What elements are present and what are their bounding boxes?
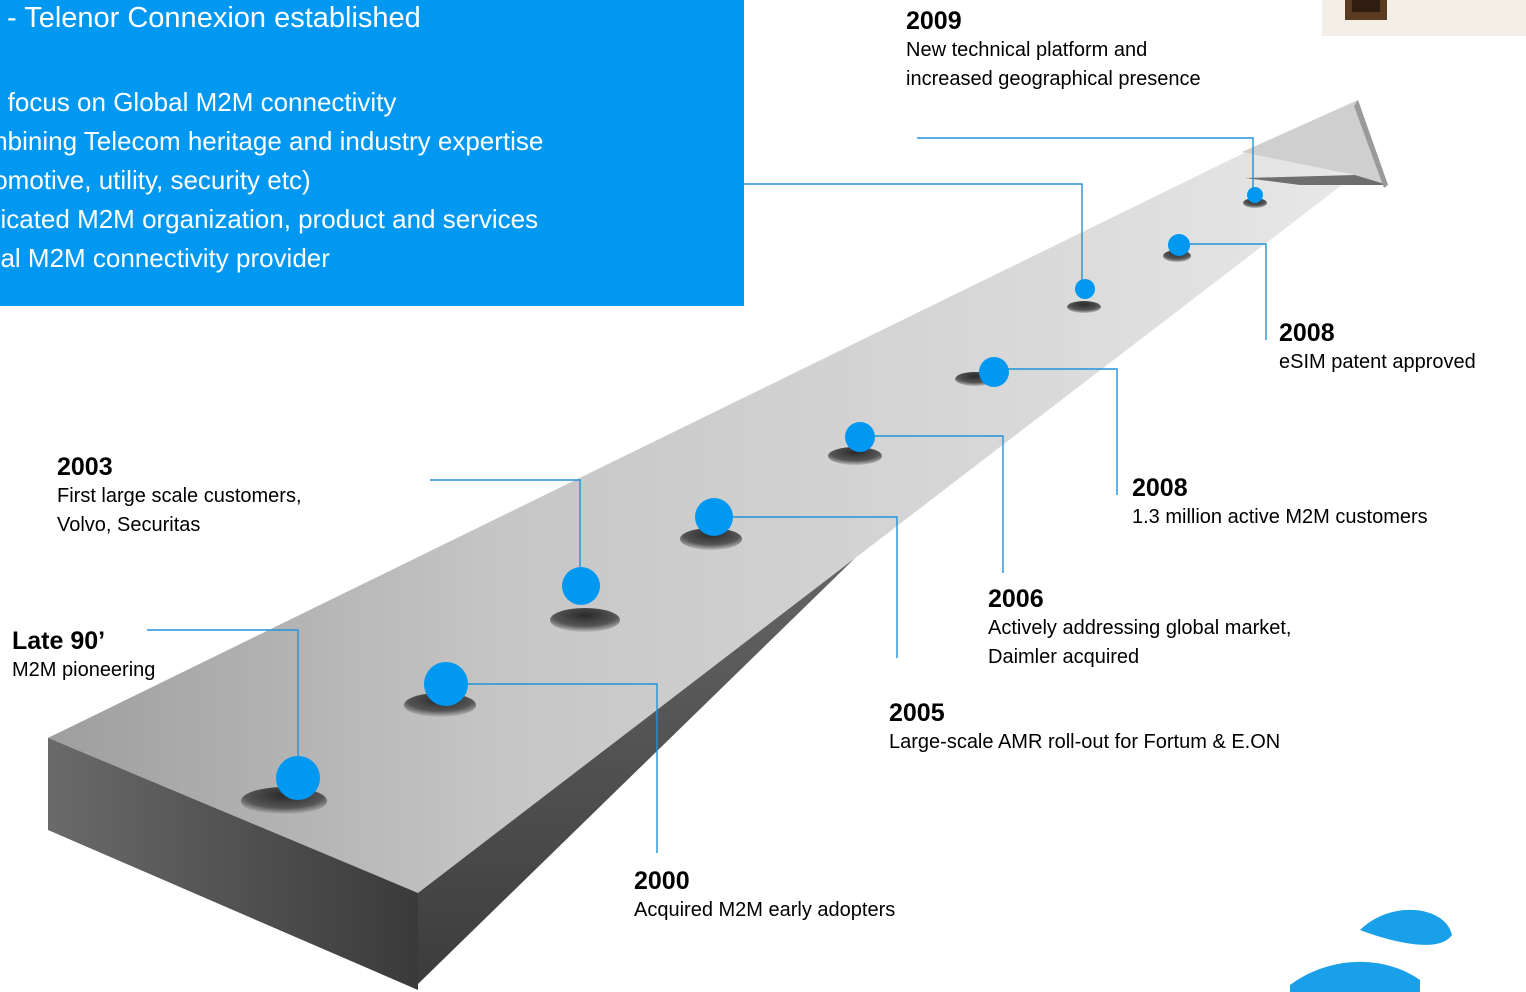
- marker-2008-customers: [979, 357, 1009, 387]
- milestone-desc: Volvo, Securitas: [57, 514, 201, 536]
- arrow-head-edge: [1354, 100, 1388, 188]
- milestone-year: 2009: [906, 7, 962, 35]
- connector-header: [742, 183, 1083, 280]
- marker-2009: [1075, 279, 1095, 299]
- milestone-year: 2000: [634, 867, 690, 895]
- milestone-markers: [241, 187, 1267, 815]
- header-bullet: mbining Telecom heritage and industry ex…: [0, 126, 544, 156]
- milestone-late-90s: Late 90’ M2M pioneering: [12, 626, 155, 685]
- milestone-desc: increased geographical presence: [906, 68, 1201, 90]
- product-photo: [1322, 0, 1526, 36]
- header-box: - Telenor Connexion established e focus …: [0, 0, 744, 306]
- marker-2005: [695, 498, 733, 536]
- marker-2006: [845, 422, 875, 452]
- milestone-desc: Large-scale AMR roll-out for Fortum & E.…: [889, 731, 1281, 753]
- milestone-desc: M2M pioneering: [12, 659, 156, 681]
- marker-2005-hole: [680, 528, 742, 550]
- milestone-2005: 2005 Large-scale AMR roll-out for Fortum…: [889, 698, 1280, 757]
- connector-2003: [430, 479, 581, 568]
- connector-late-90s: [147, 629, 299, 760]
- connector-2000: [466, 683, 658, 853]
- connector-2006: [875, 435, 1004, 573]
- milestone-year: 2008: [1132, 474, 1188, 502]
- marker-small: [1247, 187, 1263, 203]
- arrow-head-side: [1245, 175, 1388, 185]
- marker-2006-hole: [828, 447, 882, 465]
- marker-2008-esim: [1168, 234, 1190, 256]
- marker-2009-hole: [1067, 301, 1101, 313]
- milestone-desc: New technical platform and: [906, 39, 1148, 61]
- milestone-year: 2003: [57, 453, 113, 481]
- milestone-desc: Actively addressing global market,: [988, 617, 1292, 639]
- header-bullet: bal M2M connectivity provider: [0, 243, 330, 273]
- arrow-head: [1242, 100, 1388, 185]
- marker-2003-hole: [550, 608, 620, 632]
- header-bullet: dicated M2M organization, product and se…: [0, 204, 539, 234]
- milestone-2000: 2000 Acquired M2M early adopters: [634, 866, 895, 925]
- milestone-year: 2006: [988, 585, 1044, 613]
- connector-2009-small: [917, 137, 1254, 188]
- connector-2005: [732, 516, 898, 658]
- arrow-end-face: [48, 738, 418, 990]
- milestone-year: 2005: [889, 699, 945, 727]
- milestone-desc: First large scale customers,: [57, 485, 302, 507]
- header-bullet: tomotive, utility, security etc): [0, 165, 311, 195]
- telenor-logo: [1290, 909, 1452, 992]
- milestone-desc: Acquired M2M early adopters: [634, 899, 896, 921]
- marker-late-90s: [276, 756, 320, 800]
- milestone-2006: 2006 Actively addressing global market, …: [988, 584, 1291, 672]
- marker-2000: [424, 662, 468, 706]
- connector-2008-esim: [1190, 243, 1267, 340]
- milestone-2009: 2009 New technical platform and increase…: [906, 6, 1201, 94]
- milestone-desc: 1.3 million active M2M customers: [1132, 506, 1428, 528]
- header-bullet: e focus on Global M2M connectivity: [0, 87, 397, 117]
- milestone-desc: Daimler acquired: [988, 646, 1140, 668]
- milestone-2003: 2003 First large scale customers, Volvo,…: [57, 452, 302, 540]
- marker-2003: [562, 567, 600, 605]
- milestone-year: Late 90’: [12, 627, 106, 655]
- connector-2008-customers: [1008, 368, 1118, 495]
- connector-lines: [147, 137, 1267, 853]
- header-title: - Telenor Connexion established: [7, 2, 421, 34]
- milestone-desc: eSIM patent approved: [1279, 351, 1476, 373]
- milestone-2008-esim: 2008 eSIM patent approved: [1279, 318, 1476, 377]
- milestone-year: 2008: [1279, 319, 1335, 347]
- milestone-2008-customers: 2008 1.3 million active M2M customers: [1132, 473, 1428, 532]
